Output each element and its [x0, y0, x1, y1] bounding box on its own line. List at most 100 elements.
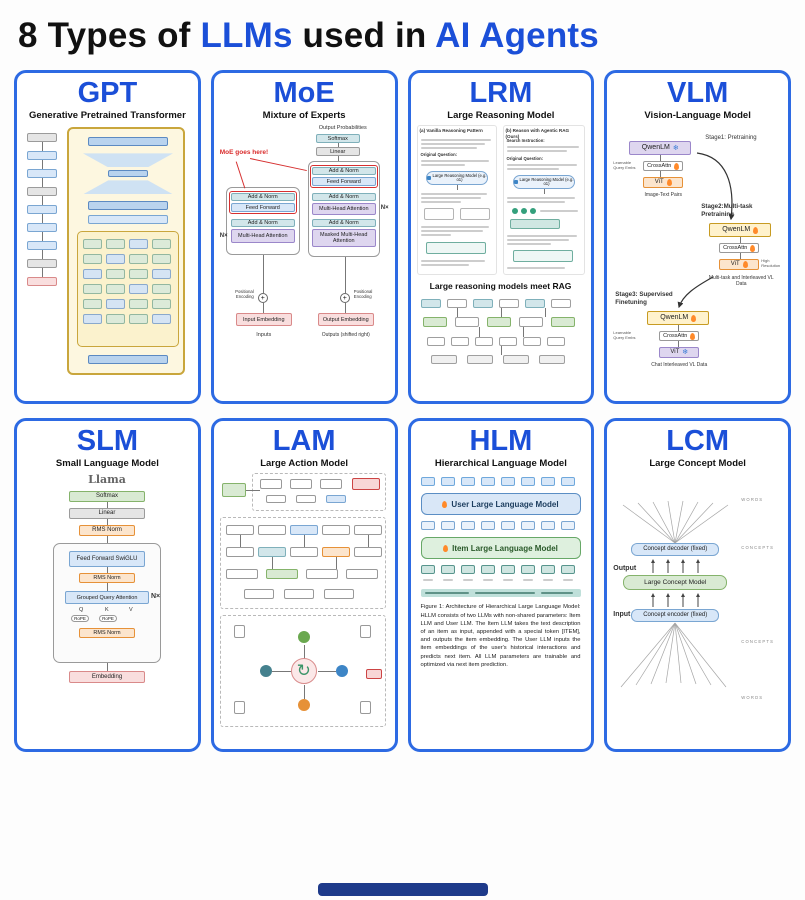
flame-icon [750, 244, 756, 252]
lam-diagram: ↻ [219, 473, 389, 729]
slm-embedding-box: Embedding [69, 671, 145, 684]
gpt-parameter-grid [83, 239, 171, 325]
lam-step-box [289, 547, 318, 558]
moe-input-embedding-box: Input Embedding [235, 313, 292, 327]
card-moe: MoE Mixture of Experts Output Probabilit… [210, 70, 398, 404]
flame-icon [443, 544, 449, 552]
gpt-diagram [23, 125, 192, 381]
gpt-subtitle: Generative Pretrained Transformer [28, 110, 186, 122]
moe-diagram: Output Probabilities Softmax Linear Add … [220, 125, 389, 381]
lrm-subtitle: Large Reasoning Model [447, 110, 555, 122]
lam-step-box [257, 525, 286, 536]
title-part-1: 8 Types of [18, 16, 201, 55]
lam-step-box [283, 589, 314, 600]
lrm-panel-a: (a) Vanilla Reasoning Pattern Original Q… [416, 125, 497, 276]
snowflake-icon: ❄ [672, 144, 679, 152]
vlm-stage2-crossattn-box: CrossAttn [719, 243, 760, 254]
moe-pos-encoding-right-icon: + [339, 293, 350, 304]
connector-line [456, 185, 458, 191]
cycle-arrows-icon: ↻ [296, 661, 311, 681]
hlm-user-llm-box: User Large Language Model [420, 493, 581, 516]
slm-diagram: Llama Softmax Linear RMS Norm Feed Forwa… [23, 473, 192, 729]
document-icon [233, 625, 245, 639]
lam-step-box [295, 495, 316, 504]
lcm-concepts-label-top: CONCEPTS [741, 545, 775, 551]
lrm-a-step-box [423, 208, 454, 221]
slm-linear-box: Linear [69, 508, 145, 520]
card-slm: SLM Small Language Model Llama Softmax L… [14, 418, 201, 752]
connector-line [271, 557, 273, 570]
lrm-b-agent-dot [520, 208, 527, 215]
lam-top-panel [251, 473, 386, 512]
connector-line [245, 490, 260, 492]
moe-title: MoE [273, 77, 335, 109]
lam-step-box [353, 525, 382, 536]
vlm-stage1-label: Stage1: Pretraining [705, 135, 757, 142]
lam-agent-node [297, 631, 310, 644]
lam-step-box [289, 525, 318, 536]
moe-nx-left: N× [219, 233, 228, 240]
connector-line [522, 327, 524, 338]
card-hlm: HLM Hierarchical Language Model User Lar… [407, 418, 595, 752]
document-icon [359, 701, 371, 715]
vlm-diagram: Stage1: Pretraining QwenLM❄ Learnable Qu… [613, 125, 782, 381]
connector-line [107, 567, 108, 574]
slm-k-label: K [105, 607, 109, 614]
connector-line [544, 308, 546, 318]
lam-subtitle: Large Action Model [260, 458, 349, 470]
vlm-stage2-vit-box: ViT [719, 259, 760, 271]
connector-line [500, 308, 502, 318]
flame-icon [442, 500, 448, 508]
title-part-2: LLMs [200, 16, 293, 55]
moe-add-norm-box: Add & Norm [230, 193, 295, 202]
moe-pos-encoding-left-label: Positional Encoding [235, 289, 254, 300]
connector-line [367, 535, 369, 548]
gpt-block-bar [88, 201, 168, 211]
vlm-subtitle: Vision-Language Model [644, 110, 751, 122]
lam-loop-center [290, 658, 317, 685]
moe-add-norm-box: Add & Norm [311, 167, 376, 176]
vlm-stage1-crossattn-box: CrossAttn [643, 161, 684, 172]
slm-ffn-box: Feed Forward SwiGLU [69, 551, 145, 568]
lcm-model-box: Large Concept Model [623, 575, 728, 591]
page-title: 8 Types of LLMs used in AI Agents [0, 0, 805, 58]
moe-feed-forward-box: Feed Forward [230, 203, 295, 213]
moe-outputs-label: Outputs (shifted right) [321, 332, 370, 339]
flame-icon [691, 314, 697, 322]
lam-action-box [351, 478, 380, 491]
lrm-b-agent-dot [511, 208, 518, 215]
lam-step-box [225, 547, 254, 558]
vlm-image-text-pairs-label: Image-Text Pairs [644, 192, 682, 199]
hlm-title: HLM [469, 425, 533, 457]
hlm-figure-caption: Figure 1: Architecture of Hierarchical L… [420, 604, 581, 668]
moe-subtitle: Mixture of Experts [262, 110, 346, 122]
hlm-highlighted-note [420, 589, 581, 598]
connector-line [660, 155, 662, 162]
moe-output-embedding-box: Output Embedding [317, 313, 374, 327]
vlm-learnable-query-label: Learnable Query Embs [613, 160, 636, 171]
snowflake-icon: ❄ [682, 349, 689, 357]
hlm-output-token-row [420, 477, 581, 487]
gpt-inner-panel [77, 231, 179, 348]
lrm-meet-rag-heading: Large reasoning models meet RAG [429, 281, 572, 292]
connector-line [107, 663, 108, 672]
lrm-b-result-box [512, 250, 573, 263]
lam-agent-node [335, 665, 348, 678]
title-part-4: AI Agents [435, 16, 599, 55]
gpt-block-bar [88, 355, 168, 365]
moe-annotation: MoE goes here! [219, 149, 269, 157]
connector-line [303, 645, 305, 660]
lrm-b-model-box: Large Reasoning Model (e.g. o1) [512, 175, 575, 190]
lrm-b-agent-dot [529, 208, 536, 215]
moe-softmax-box: Softmax [315, 134, 360, 144]
connector-line [543, 189, 545, 195]
document-icon [233, 701, 245, 715]
lam-step-box [243, 589, 274, 600]
vlm-high-resolution-label: High Resolution [761, 258, 781, 269]
connector-line [337, 143, 339, 148]
slm-v-label: V [129, 607, 133, 614]
footer-handle-bar [317, 883, 488, 896]
gpt-funnel-bottom [83, 180, 173, 195]
lcm-title: LCM [666, 425, 730, 457]
